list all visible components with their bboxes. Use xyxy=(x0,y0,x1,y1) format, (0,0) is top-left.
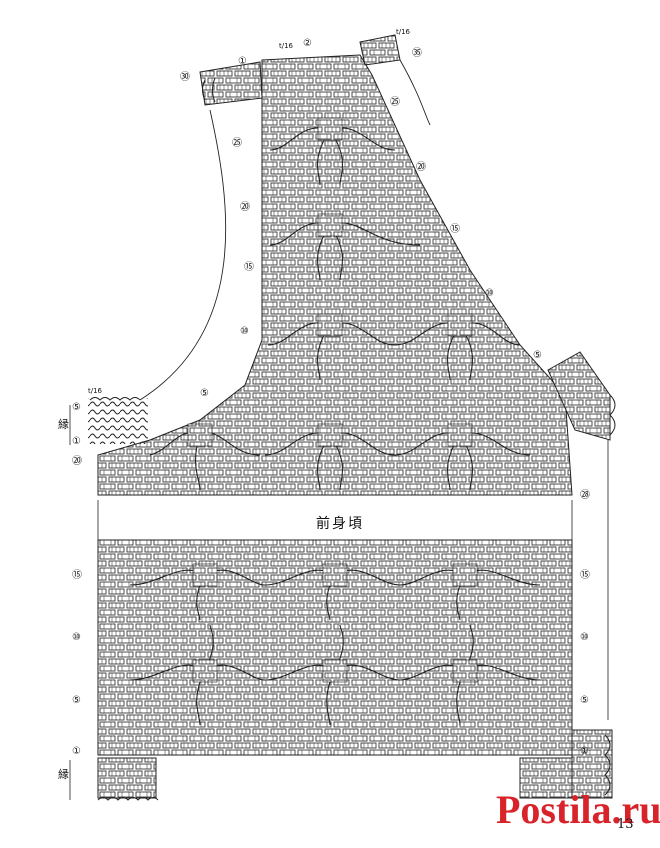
row-marker-28-right: ㉘ xyxy=(580,489,590,501)
row-marker-5-left: ⑤ xyxy=(72,695,81,706)
left-edging xyxy=(88,397,148,444)
armhole-curve xyxy=(139,109,227,401)
row-marker-20-left: ⑳ xyxy=(72,455,82,467)
watermark-text: Postila.ru xyxy=(496,787,660,832)
page-number: 13 xyxy=(617,817,634,832)
slit-label-top-left: t/16 xyxy=(279,42,294,50)
leaf-motifs-upper xyxy=(149,127,531,491)
row-marker-1-top: ① xyxy=(238,56,247,67)
neckline-curve xyxy=(399,59,431,126)
row-marker-1-edge-left: ① xyxy=(72,436,81,447)
row-marker-20-armhole: ⑳ xyxy=(240,201,250,213)
row-marker-2-top: ② xyxy=(303,38,312,49)
row-marker-15-neck: ⑮ xyxy=(450,223,460,235)
row-marker-1-right: ① xyxy=(580,746,589,757)
slit-label-left: t/16 xyxy=(88,387,103,395)
row-marker-5-right: ⑤ xyxy=(580,695,589,706)
slit-label-top-right: t/16 xyxy=(396,28,411,36)
motif-centers-upper xyxy=(187,117,473,447)
edge-label-upper: 縁 xyxy=(58,417,69,431)
row-marker-10-neck: ⑩ xyxy=(485,288,494,299)
row-marker-5-shoulder: ⑤ xyxy=(533,350,542,361)
row-marker-20-neck: ⑳ xyxy=(416,161,426,173)
edge-label-lower: 縁 xyxy=(58,767,69,781)
motif-centers-lower xyxy=(192,563,478,683)
lower-body-panel xyxy=(97,539,573,756)
row-marker-15-right: ⑮ xyxy=(580,569,590,581)
row-marker-5-edge-left: ⑤ xyxy=(72,402,81,413)
row-marker-15-armhole: ⑮ xyxy=(244,261,254,273)
row-marker-10-left: ⑩ xyxy=(72,632,81,643)
row-marker-35-neck: ㉟ xyxy=(412,47,422,59)
upper-body-panel xyxy=(97,54,573,496)
bottom-edging xyxy=(97,729,613,801)
panel-title: 前身頃 xyxy=(316,515,364,532)
shoulder-edging-right xyxy=(199,34,616,441)
row-marker-5-armhole: ⑤ xyxy=(200,388,209,399)
row-marker-25-neck: ㉕ xyxy=(390,96,400,108)
row-marker-15-left: ⑮ xyxy=(72,569,82,581)
row-marker-10-armhole: ⑩ xyxy=(240,326,249,337)
row-marker-25-armhole: ㉕ xyxy=(232,137,242,149)
row-marker-10-right: ⑩ xyxy=(580,632,589,643)
row-marker-30-top: ㉚ xyxy=(180,71,190,83)
row-marker-1-left: ① xyxy=(72,746,81,757)
